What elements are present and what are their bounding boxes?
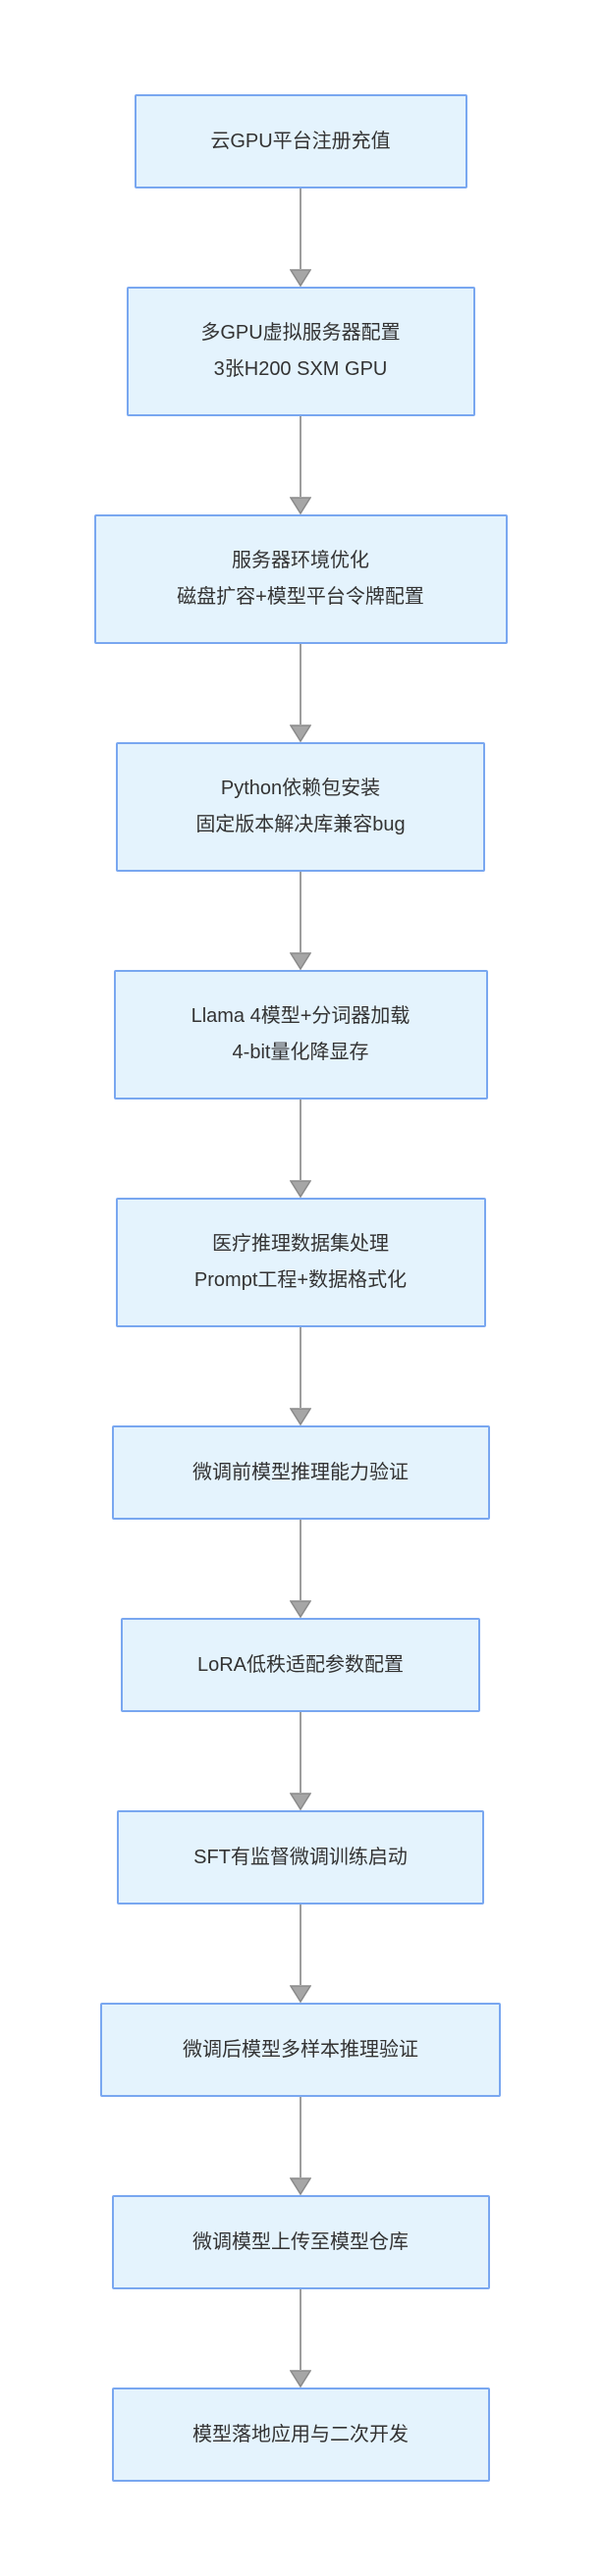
flow-arrow-6 xyxy=(290,1327,311,1425)
node-text: Python依赖包安装 xyxy=(220,778,381,799)
flow-node-llama4-model-load: Llama 4模型+分词器加载 4-bit量化降显存 xyxy=(113,970,488,1100)
node-text: 微调前模型推理能力验证 xyxy=(192,1461,409,1483)
flow-node-gpu-platform-signup: 云GPU平台注册充值 xyxy=(134,94,467,188)
arrow-shaft xyxy=(300,644,301,724)
node-text: 固定版本解决库兼容bug xyxy=(195,814,406,835)
flow-node-pretune-inference-validation: 微调前模型推理能力验证 xyxy=(111,1425,490,1520)
flow-arrow-5 xyxy=(290,1100,311,1198)
flow-node-posttune-inference-validation: 微调后模型多样本推理验证 xyxy=(100,2003,501,2097)
node-text: 医疗推理数据集处理 xyxy=(212,1233,389,1255)
node-text: Llama 4模型+分词器加载 xyxy=(191,1005,410,1027)
arrow-head-icon xyxy=(290,1408,311,1425)
arrow-head-icon xyxy=(290,1985,311,2003)
arrow-head-icon xyxy=(290,1600,311,1618)
arrow-head-icon xyxy=(290,952,311,970)
flow-node-lora-config: LoRA低秩适配参数配置 xyxy=(121,1618,480,1712)
arrow-head-icon xyxy=(290,1793,311,1810)
arrow-shaft xyxy=(300,1327,301,1408)
arrow-head-icon xyxy=(290,269,311,287)
flow-node-model-upload: 微调模型上传至模型仓库 xyxy=(111,2195,490,2289)
flow-arrow-2 xyxy=(290,416,311,514)
flow-node-multi-gpu-server-config: 多GPU虚拟服务器配置 3张H200 SXM GPU xyxy=(126,287,475,416)
arrow-head-icon xyxy=(290,2370,311,2388)
node-text: 多GPU虚拟服务器配置 xyxy=(200,322,401,344)
arrow-shaft xyxy=(300,872,301,952)
node-text: 磁盘扩容+模型平台令牌配置 xyxy=(177,586,424,608)
arrow-head-icon xyxy=(290,724,311,742)
flow-arrow-3 xyxy=(290,644,311,742)
flow-arrow-8 xyxy=(290,1712,311,1810)
flow-node-model-application: 模型落地应用与二次开发 xyxy=(111,2388,490,2482)
arrow-head-icon xyxy=(290,1180,311,1198)
arrow-shaft xyxy=(300,416,301,497)
flow-node-sft-training-start: SFT有监督微调训练启动 xyxy=(117,1810,484,1905)
arrow-shaft xyxy=(300,188,301,269)
node-text: 云GPU平台注册充值 xyxy=(210,130,391,152)
flow-arrow-9 xyxy=(290,1905,311,2003)
flow-node-python-deps-install: Python依赖包安装 固定版本解决库兼容bug xyxy=(116,742,485,872)
arrow-shaft xyxy=(300,1520,301,1600)
arrow-shaft xyxy=(300,2289,301,2370)
node-text: 微调模型上传至模型仓库 xyxy=(192,2230,409,2253)
arrow-shaft xyxy=(300,1905,301,1985)
arrow-shaft xyxy=(300,2097,301,2177)
flow-arrow-1 xyxy=(290,188,311,287)
flow-node-medical-dataset-processing: 医疗推理数据集处理 Prompt工程+数据格式化 xyxy=(115,1198,486,1327)
node-text: LoRA低秩适配参数配置 xyxy=(196,1653,405,1676)
node-text: 微调后模型多样本推理验证 xyxy=(183,2038,418,2061)
node-text: 4-bit量化降显存 xyxy=(232,1042,369,1063)
flow-arrow-7 xyxy=(290,1520,311,1618)
flow-arrow-4 xyxy=(290,872,311,970)
arrow-head-icon xyxy=(290,497,311,514)
flow-arrow-11 xyxy=(290,2289,311,2388)
arrow-head-icon xyxy=(290,2177,311,2195)
arrow-shaft xyxy=(300,1712,301,1793)
node-text: 3张H200 SXM GPU xyxy=(213,358,388,380)
node-text: 服务器环境优化 xyxy=(232,550,369,571)
arrow-shaft xyxy=(300,1100,301,1180)
node-text: SFT有监督微调训练启动 xyxy=(193,1846,408,1868)
node-text: Prompt工程+数据格式化 xyxy=(193,1269,408,1291)
flow-arrow-10 xyxy=(290,2097,311,2195)
flow-node-server-env-optimization: 服务器环境优化 磁盘扩容+模型平台令牌配置 xyxy=(93,514,508,644)
node-text: 模型落地应用与二次开发 xyxy=(192,2423,409,2445)
